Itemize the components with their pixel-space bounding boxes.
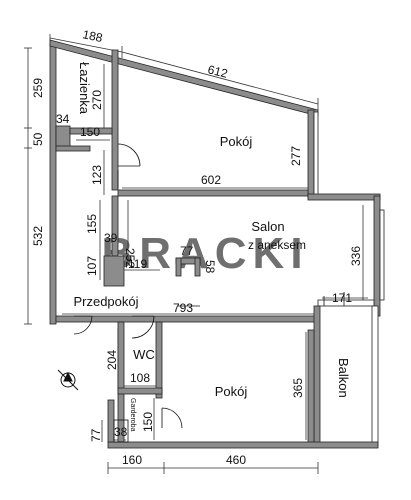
walls	[49, 39, 385, 449]
doors	[73, 143, 345, 429]
room-label-lazienka: Łazienka	[77, 62, 92, 115]
dim-155: 155	[85, 214, 99, 234]
room-label-wc: WC	[133, 347, 155, 362]
dim-171: 171	[332, 291, 352, 305]
dim-150a: 150	[80, 125, 100, 139]
room-label-pokoj-bottom: Pokój	[215, 384, 248, 399]
room-label-garderoba: Garderoba	[129, 398, 136, 432]
dim-50: 50	[31, 132, 45, 146]
dim-160: 160	[122, 453, 142, 467]
dim-460: 460	[226, 453, 246, 467]
dim-259: 259	[31, 78, 45, 98]
dim-793: 793	[173, 301, 193, 315]
dim-38: 38	[114, 425, 128, 439]
room-label-pokoj-top: Pokój	[220, 134, 253, 149]
dim-336: 336	[349, 246, 363, 266]
dim-39: 39	[104, 231, 118, 245]
garderoba-box	[113, 419, 129, 443]
dim-188: 188	[81, 27, 104, 45]
dim-532: 532	[31, 226, 45, 246]
dim-612: 612	[206, 62, 229, 81]
dim-58: 58	[203, 260, 217, 274]
dim-77a: 77	[180, 244, 194, 258]
dimension-labels: 188 612 259 270 34 150 50 277 123 602 53…	[31, 27, 363, 467]
dim-119: 119	[128, 257, 147, 271]
dim-123: 123	[90, 165, 104, 185]
room-label-balkon: Balkon	[336, 358, 351, 398]
dim-602: 602	[201, 173, 221, 187]
compass-icon	[57, 369, 79, 391]
dim-277: 277	[289, 146, 303, 166]
room-label-salon: Salon	[251, 219, 284, 234]
dim-108: 108	[130, 371, 150, 385]
dim-107: 107	[85, 256, 99, 276]
room-label-salon-sub: z aneksem	[248, 238, 306, 252]
dim-204: 204	[105, 350, 119, 370]
dim-270: 270	[90, 90, 104, 110]
dim-77b: 77	[89, 428, 103, 442]
dim-365: 365	[291, 378, 305, 398]
dim-150b: 150	[141, 412, 155, 432]
dim-34: 34	[56, 112, 70, 126]
dim-252: 252	[123, 248, 137, 268]
room-label-przedpokoj: Przedpokój	[73, 294, 138, 309]
